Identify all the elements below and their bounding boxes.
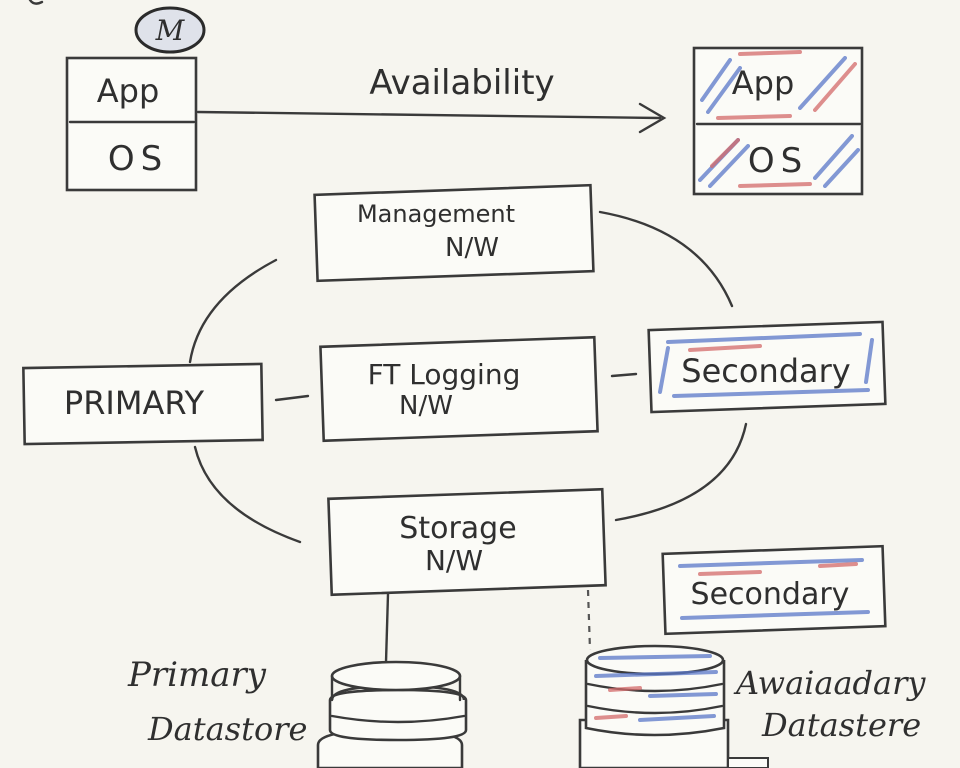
corner-mark [28,0,44,5]
storage-network[interactable]: Storage N/W [327,487,607,597]
availability-arrow-line [196,110,662,120]
primary-vm[interactable]: App OS [65,56,198,192]
secondary-datastore-label-line1: Awaiaadary [733,664,926,702]
storage-to-secondary-datastore-line [586,589,592,651]
secondary-datastore-hatching [594,654,718,722]
ft-logging-network-line1: FT Logging [368,358,521,391]
secondary-host-1[interactable]: Secondary [647,320,887,414]
primary-host-label: PRIMARY [64,384,205,422]
primary-host-box [22,362,264,446]
ring-arc-bottom-left [193,445,302,544]
secondary-host-1-label: Secondary [681,352,850,390]
primary-vm-os-label: OS [108,139,168,179]
availability-arrow-head [638,102,667,134]
secondary-host-1-hatching [658,332,874,398]
secondary-datastore-label-line2: Datastere [761,706,921,744]
primary-host[interactable]: PRIMARY [22,362,264,446]
availability-arrow: Availability [196,63,667,134]
ft-logging-network[interactable]: FT Logging N/W [319,335,599,443]
management-network-box [313,183,595,283]
storage-network-line1: Storage [399,511,516,546]
secondary-vm[interactable]: App OS [692,46,864,196]
ft-to-secondary-link [610,372,638,378]
storage-to-primary-datastore-line [384,592,390,664]
ft-logging-network-box [319,335,599,443]
ring-arc-bottom-right [614,422,748,522]
vm-badge-text: M [155,14,186,47]
secondary-host-2-label: Secondary [691,577,850,612]
vm-badge: M [134,6,206,54]
secondary-host-2[interactable]: Secondary [661,544,887,636]
primary-to-ft-link [274,394,310,402]
storage-network-box [327,487,607,597]
management-network[interactable]: Management N/W [313,183,595,283]
management-network-line2: N/W [445,233,499,263]
management-network-line1: Management [357,200,515,228]
primary-vm-frame [65,56,198,192]
primary-vm-app-label: App [97,72,160,110]
ring-arc-top-left [188,258,278,364]
secondary-vm-hatching [698,50,860,188]
primary-datastore-icon[interactable] [316,660,468,768]
primary-datastore-label-line2: Datastore [147,710,307,748]
secondary-datastore-icon[interactable] [578,644,769,768]
ft-logging-network-line2: N/W [399,391,453,421]
ring-connectors [188,210,748,544]
secondary-vm-app-label: App [732,64,795,102]
availability-label: Availability [369,63,554,103]
ring-arc-top-right [598,210,734,308]
secondary-vm-os-label: OS [748,141,808,181]
vm-badge-circle [134,6,206,54]
secondary-host-2-hatching [678,558,870,620]
storage-network-line2: N/W [425,544,483,577]
primary-datastore-label-line1: Primary [127,655,267,695]
